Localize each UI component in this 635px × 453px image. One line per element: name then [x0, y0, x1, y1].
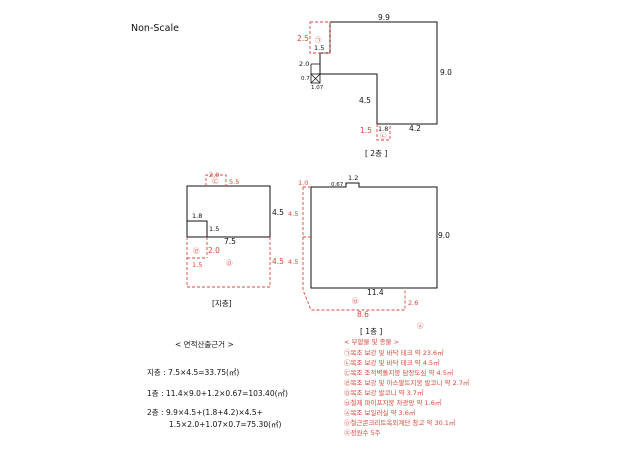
b-dim-top-black: 5.5 — [229, 178, 239, 186]
f1-dim-top-notch: 1.2 — [348, 174, 358, 182]
f2-dim-red-bottom: 1.5 — [360, 126, 372, 135]
note-item: ㉢목조 조적벽돌지붕 담장도심 약 4.5㎡ — [344, 368, 454, 377]
f1-dim-notch-left: 0.67 — [331, 182, 344, 188]
f1-dim-left-red: 1.0 — [298, 179, 308, 187]
f1-dim-left-black: 4.5 — [288, 210, 298, 218]
basement-plan: 2.0 5.5 4.5 1.8 1.5 7.5 2.0 4.5 1.5 ㉢ ㉣ … — [186, 171, 284, 308]
note-item: ㉣목조 보강 및 아스팔트지붕 발코니 약 2.7㎡ — [344, 378, 470, 387]
f2-dim-step-h: 2.0 — [299, 60, 309, 68]
f1-dim-bottom: 11.4 — [367, 288, 384, 297]
note-item: ㉨정원수 5주 — [344, 428, 381, 437]
calc-line: 지층 : 7.5×4.5=33.75(㎡) — [147, 368, 239, 377]
floor1-plan: 1.2 0.67 1.0 4.5 4.5 9.0 11.4 8.6 2.6 ㉥ … — [288, 174, 450, 336]
floor2-outline — [319, 21, 438, 125]
b-marker-c: ㉤ — [226, 259, 233, 267]
f2-dim-inner-h: 4.5 — [359, 96, 371, 105]
f1-dim-red-bottom: 8.6 — [357, 310, 369, 319]
f1-dim-red-right: 2.6 — [408, 299, 418, 307]
floor2-red-ext-bottom — [376, 124, 391, 141]
f2-marker-a: ㉠ — [315, 36, 322, 44]
note-item: ㉠목조 보강 및 바닥 테크 약 23.6㎡ — [344, 348, 444, 357]
calc-line: 2층 : 9.9×4.5+(1.8+4.2)×4.5+ — [147, 408, 263, 417]
f2-dim-bottom-gap: 1.8 — [378, 125, 388, 133]
f2-dim-small-h: 1.07 — [311, 85, 324, 91]
b-dim-top-red: 2.0 — [209, 171, 219, 179]
f2-dim-top: 9.9 — [378, 13, 390, 22]
floor2-red-ext-top — [309, 21, 331, 54]
f1-marker-b: ㉦ — [417, 322, 424, 330]
notes-title: < 부합물 및 종물 > — [344, 337, 399, 346]
calc-title: < 면적산출근거 > — [175, 339, 234, 349]
b-marker-a: ㉢ — [212, 177, 219, 185]
floor2-small-box — [310, 73, 321, 84]
f2-dim-bottom-right: 4.2 — [409, 124, 421, 133]
f2-dim-step-w: 1.5 — [314, 44, 324, 52]
note-item: ㉧철근콘크리트옥외계단 창고 약 30.1㎡ — [344, 418, 456, 427]
f2-dim-red-top: 2.5 — [297, 34, 309, 43]
b-dim-red-small: 1.5 — [192, 261, 202, 269]
f2-caption: [ 2층 ] — [365, 149, 387, 158]
floor1-outline — [310, 182, 438, 289]
note-item: ㉡목조 보강 및 바닥 테크 약 4.5㎡ — [344, 358, 440, 367]
basement-red-top — [205, 174, 227, 186]
f1-dim-left-black2: 4.5 — [288, 258, 298, 266]
b-dim-red-w: 2.0 — [208, 246, 220, 255]
b-dim-bottom: 7.5 — [224, 237, 236, 246]
b-dim-red-h: 4.5 — [272, 257, 284, 266]
calc-line: 1.5×2.0+1.07×0.7=75.30(㎡) — [169, 420, 282, 429]
basement-red-lower — [186, 237, 271, 288]
floor1-caption: [ 1층 ] — [360, 327, 382, 336]
note-item: ㉤목조 보강 발코니 약 3.7㎡ — [344, 388, 424, 397]
floor1-red-ext — [302, 187, 406, 311]
f2-marker-b: ㉡ — [380, 132, 387, 140]
f1-marker-a: ㉥ — [352, 297, 359, 305]
floor2-plan: 9.9 9.0 1.5 2.0 0.7 1.07 4.5 1.8 4.2 2.5… — [297, 13, 452, 158]
page-title: Non-Scale — [131, 23, 179, 34]
attachments-notes: < 부합물 및 종물 > ㉠목조 보강 및 바닥 테크 약 23.6㎡ ㉡목조 … — [344, 337, 470, 437]
calc-line: 1층 : 11.4×9.0+1.2×0.67=103.40(㎡) — [147, 389, 288, 398]
note-item: ㉥철제 파이프지붕 차광망 약 1.6㎡ — [344, 398, 442, 407]
f2-dim-right: 9.0 — [440, 68, 452, 77]
area-calc: < 면적산출근거 > 지층 : 7.5×4.5=33.75(㎡) 1층 : 11… — [147, 339, 288, 429]
note-item: ㉦목조 보일러실 약 3.6㎡ — [344, 408, 416, 417]
basement-outline — [186, 185, 271, 238]
b-dim-right: 4.5 — [272, 208, 284, 217]
b-marker-b: ㉣ — [193, 247, 200, 255]
b-dim-inner-h: 1.5 — [209, 225, 219, 233]
f1-dim-right: 9.0 — [438, 231, 450, 240]
f2-dim-small-w: 0.7 — [301, 76, 310, 82]
b-dim-inner-w: 1.8 — [192, 212, 202, 220]
basement-caption: [지층] — [212, 299, 232, 308]
